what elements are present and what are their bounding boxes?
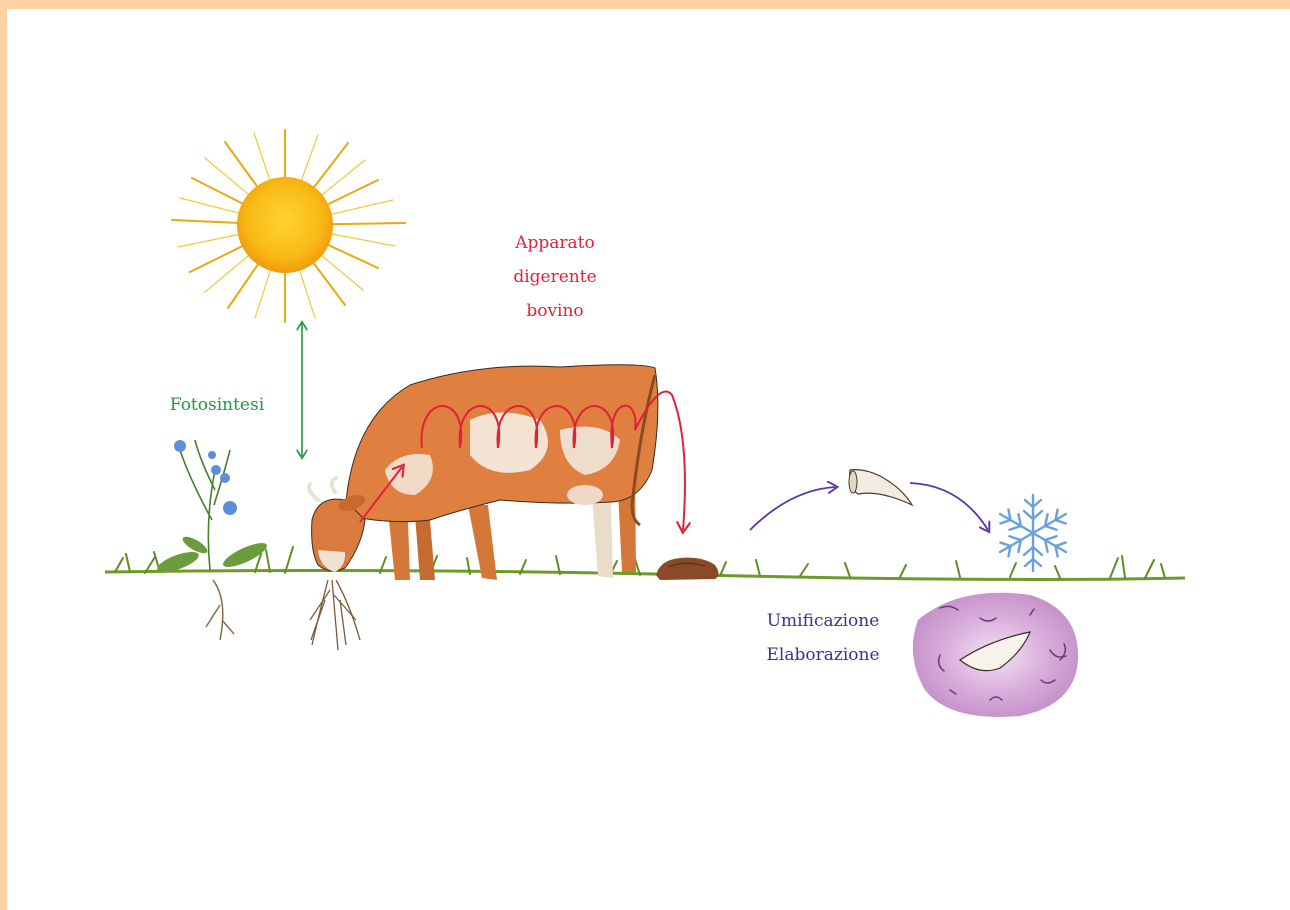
grass-ground <box>105 547 1185 579</box>
humification-label: Umificazione Elaborazione <box>738 604 908 672</box>
humification-label-line-1: Umificazione <box>738 604 908 638</box>
digestive-label-line-3: bovino <box>480 294 630 328</box>
digestive-label-line-2: digerente <box>480 260 630 294</box>
chicory-plant-icon <box>155 440 270 640</box>
photosynthesis-label: Fotosintesi <box>152 388 282 422</box>
cow-icon <box>309 365 658 580</box>
arrow-to-horn <box>750 487 835 530</box>
humification-label-line-2: Elaborazione <box>738 638 908 672</box>
digestive-label-line-1: Apparato <box>480 226 630 260</box>
snowflake-icon <box>996 495 1071 571</box>
arrow-to-winter <box>910 483 988 530</box>
horn-icon <box>849 470 912 505</box>
digestive-system-label: Apparato digerente bovino <box>480 226 630 328</box>
manure-icon <box>656 558 719 580</box>
grass-roots-icon <box>310 580 360 650</box>
soil-humus-icon <box>913 593 1078 717</box>
sun-icon <box>172 130 405 322</box>
